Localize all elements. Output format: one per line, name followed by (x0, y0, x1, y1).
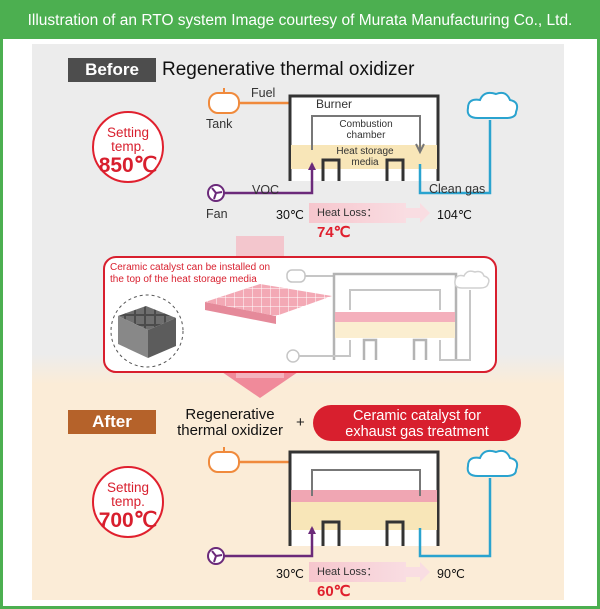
cloud-icon-after (466, 449, 519, 477)
fuel-label: Fuel (251, 86, 276, 100)
catalyst-note-line-2: the top of the heat storage media (110, 274, 257, 285)
heat-loss-value: 60℃ (317, 583, 351, 600)
before-heat-loss: Heat Loss： 74℃ (309, 203, 406, 241)
media-layer-middle (335, 322, 455, 338)
after-diagram (207, 447, 519, 582)
before-heading: Regenerative thermal oxidizer (162, 59, 415, 80)
inner-wall-left (321, 158, 341, 181)
setting-value: 700℃ (98, 509, 158, 532)
heat-loss-label: Heat Loss： (317, 207, 378, 219)
tank-icon (208, 88, 240, 114)
combustion-label-1: Combustion (339, 119, 393, 130)
after-tag: After (68, 410, 156, 434)
voc-line-after (223, 528, 314, 558)
heat-storage-media-label: Heat storage media (330, 146, 400, 168)
after-temp-out: 90℃ (437, 567, 465, 581)
combustion-chamber-label: Combustion chamber (326, 119, 406, 141)
transition-arrow-bottom (222, 372, 298, 398)
fan-label: Fan (206, 207, 228, 221)
pill-line-1: Ceramic catalyst for (352, 408, 482, 424)
setting-label-2: temp. (111, 494, 145, 509)
catalyst-layer (291, 490, 437, 502)
after-heat-loss: Heat Loss： 60℃ (309, 562, 406, 600)
plus-sign: + (296, 414, 305, 431)
flow-path-after (311, 469, 421, 496)
after-heading-line-1: Regenerative (185, 406, 275, 423)
clean-gas-label: Clean gas (429, 182, 486, 196)
ceramic-catalyst-pill: Ceramic catalyst for exhaust gas treatme… (313, 405, 521, 441)
after-heading-line-2: thermal oxidizer (177, 422, 283, 439)
clean-gas-line (418, 120, 492, 195)
pill-line-2: exhaust gas treatment (345, 424, 489, 440)
clean-gas-line-after (418, 478, 492, 558)
heat-loss-arrow-after (406, 562, 430, 582)
ceramic-catalyst-block (110, 294, 184, 368)
before-temp-in: 30℃ (276, 208, 304, 222)
fan-icon (207, 184, 225, 202)
before-diagram (207, 88, 519, 223)
inner-wall-right (385, 158, 405, 181)
cloud-icon (466, 91, 519, 119)
transition-arrow-top (236, 236, 284, 258)
catalyst-note: Ceramic catalyst can be installed on the… (110, 262, 280, 286)
flow-path (311, 115, 421, 150)
heat-media-label-2: media (351, 157, 379, 168)
voc-line (223, 164, 314, 195)
heat-loss-value: 74℃ (317, 224, 351, 241)
setting-label-2: temp. (111, 139, 145, 154)
heat-loss-arrow (406, 203, 430, 223)
catalyst-note-line-1: Ceramic catalyst can be installed on (110, 262, 271, 273)
before-temp-out: 104℃ (437, 208, 472, 222)
tank-label: Tank (206, 117, 233, 131)
tank-icon-after (208, 447, 240, 473)
middle-diagram (103, 256, 497, 373)
heat-loss-label: Heat Loss： (317, 566, 378, 578)
heat-storage-media-after (291, 502, 437, 530)
catalyst-sheet (205, 284, 332, 316)
combustion-label-2: chamber (346, 130, 386, 141)
figure-caption: Illustration of an RTO system Image cour… (3, 3, 597, 39)
burner-label: Burner (316, 97, 353, 111)
heat-storage-media (291, 145, 437, 169)
setting-label: Setting (106, 480, 150, 495)
voc-label: VOC (252, 183, 280, 197)
setting-value: 850℃ (98, 154, 158, 177)
after-heading: Regenerative thermal oxidizer (170, 407, 290, 439)
before-setting-temp: Setting temp. 850℃ (92, 111, 164, 183)
before-tag: Before (68, 58, 156, 82)
heat-media-label-1: Heat storage (336, 146, 394, 157)
fan-icon-after (207, 547, 225, 565)
after-setting-temp: Setting temp. 700℃ (92, 466, 164, 538)
after-temp-in: 30℃ (276, 567, 304, 581)
catalyst-layer-middle (335, 312, 455, 322)
setting-label: Setting (106, 125, 150, 140)
